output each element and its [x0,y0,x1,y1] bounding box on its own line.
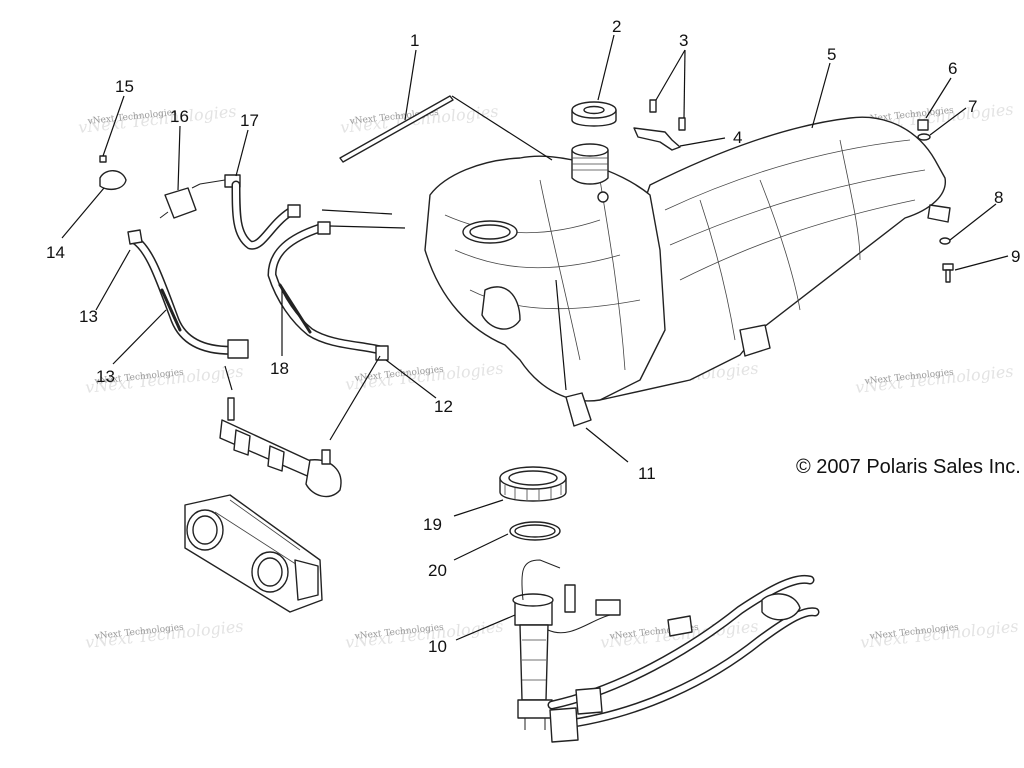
leader-lines [61,34,1009,641]
callouts: 1 2 3 4 5 6 7 8 9 10 11 12 13 14 15 16 1… [46,17,1020,656]
watermark: vNext Technologies vNext Technologies [854,361,1014,397]
bracket [633,127,681,151]
callout-7: 7 [968,97,977,116]
fuel-hoses [127,180,389,361]
callout-5: 5 [827,45,836,64]
vent-tube [339,95,454,163]
callout-8: 8 [994,188,1003,207]
fuel-cap [571,101,617,127]
lock-ring [499,466,567,502]
callout-19: 19 [423,515,442,534]
callout-3: 3 [679,31,688,50]
hardware [917,119,954,283]
copyright-notice: © 2007 Polaris Sales Inc. [796,456,1021,478]
callout-1: 1 [410,31,419,50]
watermark: vNext Technologies vNext Technologies [84,616,244,652]
throttle-body [184,494,323,613]
pad [565,392,592,427]
callout-2: 2 [612,17,621,36]
callout-13-second: 13 [96,367,115,386]
callout-18: 18 [270,359,289,378]
callout-9: 9 [1011,247,1020,266]
callout-12: 12 [434,397,453,416]
callout-11: 11 [638,464,656,483]
gasket [509,521,561,541]
clips [649,99,686,131]
fuel-tank-assembly [424,116,951,402]
callout-14: 14 [46,243,65,262]
fuel-pump-assembly [512,559,820,743]
watermark: vNext Technologies vNext Technologies [77,101,237,137]
clamp [99,155,127,191]
fuel-rail [219,397,342,498]
callout-16: 16 [170,107,189,126]
callout-15: 15 [115,77,134,96]
callout-4: 4 [733,128,742,147]
callout-10: 10 [428,637,447,656]
callout-6: 6 [948,59,957,78]
callout-13: 13 [79,307,98,326]
watermark: vNext Technologies vNext Technologies [344,616,504,652]
callout-17: 17 [240,111,259,130]
fuel-filter [159,174,241,219]
watermark: vNext Technologies vNext Technologies [859,616,1019,652]
callout-20: 20 [428,561,447,580]
